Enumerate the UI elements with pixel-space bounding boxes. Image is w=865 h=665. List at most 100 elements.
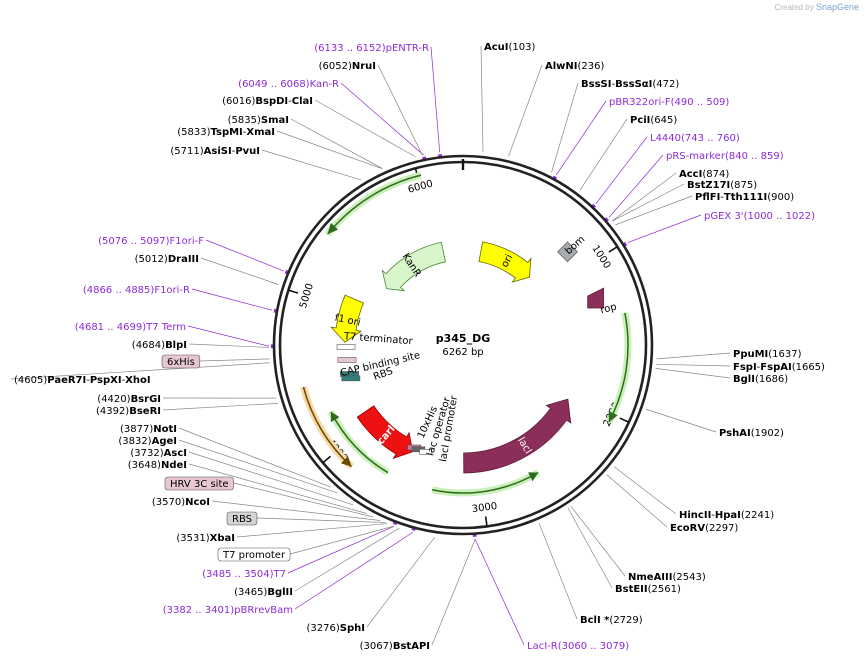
site-ppumi[interactable]: PpuMI(1637) (733, 349, 802, 360)
site-ecorv[interactable]: EcoRV(2297) (670, 523, 738, 534)
site-coord: (3485 .. 3504) (202, 569, 274, 580)
site-xbai[interactable]: (3531)XbaI (176, 533, 235, 544)
leader-line (233, 482, 374, 518)
site-nmeaiii[interactable]: NmeAIII(2543) (628, 572, 706, 583)
leader-line (256, 517, 385, 523)
site-bsteii[interactable]: BstEII(2561) (615, 584, 681, 595)
site-pflfi[interactable]: PflFI-Tth111I(900) (695, 192, 794, 203)
site-name: L4440 (650, 133, 681, 144)
site-tspmi[interactable]: (5833)TspMI-XmaI (177, 127, 275, 138)
site-l4440[interactable]: L4440(743 .. 760) (650, 133, 740, 144)
leader-line (191, 288, 273, 311)
site-agei[interactable]: (3832)AgeI (118, 436, 177, 447)
site-name: NcoI (185, 497, 210, 508)
site-label: 6xHis (167, 357, 195, 368)
site-bcli[interactable]: BclI *(2729) (580, 615, 643, 626)
site-prs-marker[interactable]: pRS-marker(840 .. 859) (666, 151, 784, 162)
feature-mscarlet-arrow[interactable] (356, 405, 414, 460)
site-coord: (875) (730, 180, 757, 191)
site-acui[interactable]: AcuI(103) (484, 42, 536, 53)
site-name: BspDI (255, 96, 288, 107)
ruler-tick-1000 (608, 245, 618, 253)
site-coord: (3877) (120, 424, 153, 435)
site-fspi[interactable]: FspI-FspAI(1665) (733, 362, 825, 373)
feature-laci-arrow[interactable] (463, 398, 572, 474)
site-pbrrevbam[interactable]: (3382 .. 3401)pBRrevBam (163, 605, 293, 616)
site-noti[interactable]: (3877)NotI (120, 424, 177, 435)
site-sphi[interactable]: (3276)SphI (307, 623, 365, 634)
site-coord: (236) (578, 61, 605, 72)
feature-ori-arrow[interactable] (478, 241, 532, 283)
site-coord: (2729) (609, 615, 642, 626)
site-f1ori-f[interactable]: (5076 .. 5097)F1ori-F (98, 236, 204, 247)
site-alwni[interactable]: AlwNI(236) (545, 61, 604, 72)
site-bsrgi[interactable]: (4420)BsrGI (97, 394, 161, 405)
site-bstapi[interactable]: (3067)BstAPI (360, 641, 430, 652)
site-name: BssSαI (615, 79, 652, 90)
site-pentr-r[interactable]: (6133 .. 6152)pENTR-R (314, 43, 429, 54)
leader-line (287, 525, 395, 574)
site-name: BstEII (615, 584, 648, 595)
site-coord: (3531) (176, 533, 209, 544)
site-coord: (4392) (96, 406, 129, 417)
site-f1ori-r[interactable]: (4866 .. 4885)F1ori-R (83, 285, 190, 296)
leader-line (188, 463, 367, 514)
site-draiii[interactable]: (5012)DraIII (135, 254, 199, 265)
site-label: HRV 3C site (170, 479, 229, 490)
leader-line (570, 505, 626, 577)
site-t7[interactable]: (3485 .. 3504)T7 (202, 569, 286, 580)
site-6xhis[interactable]: 6xHis (161, 354, 201, 369)
leader-line (656, 363, 731, 367)
his-tag-mark (337, 357, 357, 363)
site-coord: (1000 .. 1022) (744, 211, 816, 222)
site-coord: (743 .. 760) (681, 133, 740, 144)
site-rbs[interactable]: RBS (226, 511, 258, 526)
feature-kanr-arrow[interactable] (381, 241, 446, 292)
site-pshai[interactable]: PshAI(1902) (719, 428, 784, 439)
leader-line (178, 427, 332, 488)
leader-line (340, 82, 424, 156)
site-separator: - (86, 375, 90, 386)
site-coord: (3732) (130, 448, 163, 459)
site-hincii[interactable]: HincII-HpaI(2241) (679, 510, 774, 521)
site-t7-promoter[interactable]: T7 promoter (217, 547, 291, 562)
site-t7-term[interactable]: (4681 .. 4699)T7 Term (75, 322, 186, 333)
site-asci[interactable]: (3732)AscI (130, 448, 187, 459)
site-pcii[interactable]: PciI(645) (630, 115, 677, 126)
site-ndei[interactable]: (3648)NdeI (128, 460, 187, 471)
site-asisi[interactable]: (5711)AsiSI-PvuI (170, 146, 260, 157)
feature-f1ori-arrow[interactable] (330, 294, 365, 343)
site-coord: (103) (509, 42, 536, 53)
ruler-tick-5000 (288, 289, 299, 294)
site-bspdi[interactable]: (6016)BspDI-ClaI (222, 96, 313, 107)
site-smai[interactable]: (5835)SmaI (228, 115, 289, 126)
site-coord: (2561) (648, 584, 681, 595)
site-pgex-3[interactable]: pGEX 3'(1000 .. 1022) (704, 211, 815, 222)
site-separator: - (122, 375, 126, 386)
site-bseri[interactable]: (4392)BseRI (96, 406, 161, 417)
leader-line (199, 358, 270, 362)
site-kan-r[interactable]: (6049 .. 6068)Kan-R (238, 79, 339, 90)
site-hrv-3c-site[interactable]: HRV 3C site (164, 476, 234, 491)
site-bgli[interactable]: BglI(1686) (733, 374, 788, 385)
site-bsssi[interactable]: BssSI-BssSαI(472) (581, 79, 679, 90)
site-bstz17i[interactable]: BstZ17I(875) (687, 180, 757, 191)
site-pbr322ori-f[interactable]: pBR322ori-F(490 .. 509) (609, 97, 729, 108)
primer-site-mark (411, 527, 416, 532)
site-coord: (2297) (705, 523, 738, 534)
site-paer7i[interactable]: (4605)PaeR7I-PspXI-XhoI (14, 375, 151, 386)
site-coord: (472) (652, 79, 679, 90)
site-acci[interactable]: AccI(874) (679, 169, 729, 180)
site-ncoi[interactable]: (3570)NcoI (152, 497, 210, 508)
site-separator: - (232, 146, 236, 157)
leader-line (10, 362, 270, 380)
site-nrui[interactable]: (6052)NruI (319, 61, 376, 72)
site-laci-r[interactable]: LacI-R(3060 .. 3079) (527, 641, 629, 652)
site-blpi[interactable]: (4684)BlpI (132, 340, 187, 351)
site-separator: - (611, 79, 615, 90)
site-separator: - (757, 362, 761, 373)
site-bglii[interactable]: (3465)BglII (234, 587, 293, 598)
leader-line (656, 352, 731, 360)
site-coord: (3832) (118, 436, 151, 447)
site-name: BlpI (165, 340, 187, 351)
